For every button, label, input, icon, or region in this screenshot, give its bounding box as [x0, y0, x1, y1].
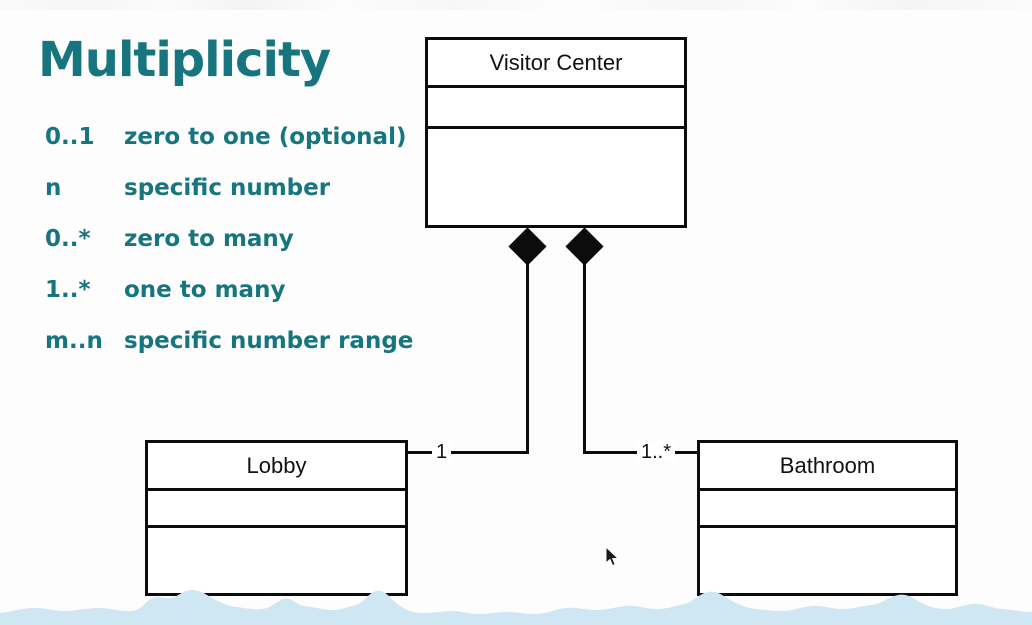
- composition-diamond-icon: [565, 227, 604, 266]
- uml-class-bathroom[interactable]: Bathroom: [697, 440, 958, 596]
- uml-class-name: Lobby: [148, 443, 405, 491]
- uml-class-visitor-center[interactable]: Visitor Center: [425, 37, 687, 228]
- uml-class-lobby[interactable]: Lobby: [145, 440, 408, 596]
- legend-description: zero to many: [124, 226, 294, 252]
- uml-attributes-compartment: [428, 88, 684, 129]
- legend-row: 0..* zero to many: [45, 226, 425, 277]
- legend-description: one to many: [124, 277, 286, 303]
- legend-term: 0..*: [45, 226, 91, 252]
- page-title: Multiplicity: [38, 32, 331, 88]
- multiplicity-label-bathroom: 1..*: [637, 442, 676, 462]
- association-line-lobby-vertical: [526, 258, 529, 454]
- legend-row: 0..1 zero to one (optional): [45, 124, 425, 175]
- legend-term: n: [45, 175, 62, 201]
- multiplicity-label-lobby: 1: [432, 442, 452, 462]
- association-line-bathroom-vertical: [583, 258, 586, 454]
- uml-attributes-compartment: [148, 491, 405, 528]
- legend-row: 1..* one to many: [45, 277, 425, 328]
- legend-term: 0..1: [45, 124, 95, 150]
- legend-description: specific number range: [124, 328, 414, 354]
- legend-term: 1..*: [45, 277, 91, 303]
- association-line-lobby-horizontal: [406, 451, 529, 454]
- uml-class-name: Bathroom: [700, 443, 955, 491]
- uml-attributes-compartment: [700, 491, 955, 528]
- uml-class-name: Visitor Center: [428, 40, 684, 88]
- legend-term: m..n: [45, 328, 103, 354]
- legend-description: zero to one (optional): [124, 124, 407, 150]
- legend-row: m..n specific number range: [45, 328, 425, 379]
- uml-operations-compartment: [700, 528, 955, 593]
- mouse-cursor-icon: [605, 546, 620, 567]
- video-compression-band: [0, 0, 1032, 10]
- legend-description: specific number: [124, 175, 331, 201]
- multiplicity-legend: 0..1 zero to one (optional) n specific n…: [45, 124, 425, 379]
- uml-operations-compartment: [148, 528, 405, 593]
- legend-row: n specific number: [45, 175, 425, 226]
- uml-operations-compartment: [428, 129, 684, 225]
- composition-diamond-icon: [508, 227, 547, 266]
